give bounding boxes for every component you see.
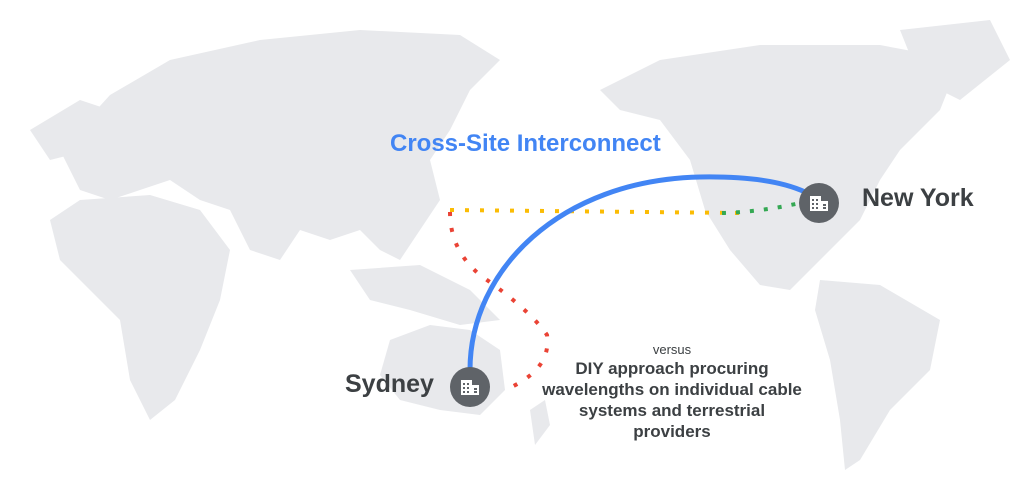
africa [50, 195, 230, 420]
continents [30, 20, 1010, 470]
cross-site-interconnect-label: Cross-Site Interconnect [390, 130, 661, 157]
greenland [900, 20, 1010, 100]
building-icon [450, 367, 490, 407]
north-america [600, 45, 960, 290]
interconnect-route [467, 174, 807, 371]
diy-line: DIY approach procuring [575, 359, 769, 378]
building-icon [799, 183, 839, 223]
diy-line: wavelengths on individual cable [542, 380, 802, 399]
eurasia [60, 30, 500, 260]
diy-description: DIY approach procuring wavelengths on in… [542, 358, 802, 442]
new-zealand [530, 400, 550, 445]
versus-label: versus [652, 342, 692, 357]
europe [30, 100, 110, 160]
diy-red-route [448, 211, 550, 392]
sydney-label: Sydney [345, 370, 434, 398]
diy-green-route [721, 201, 801, 215]
new-york-label: New York [862, 184, 974, 212]
south-america [815, 280, 940, 470]
diy-yellow-route [449, 208, 741, 215]
diy-line: systems and terrestrial providers [578, 401, 766, 441]
se-asia [350, 265, 500, 325]
